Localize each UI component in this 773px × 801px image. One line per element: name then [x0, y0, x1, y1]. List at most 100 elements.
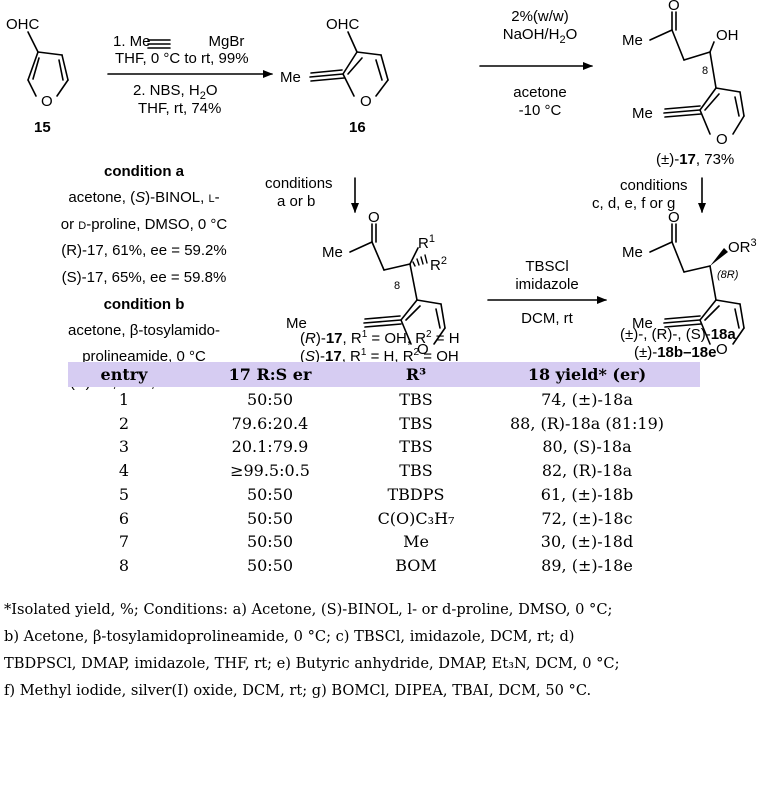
condition-b-line2: prolineamide, 0 °C [82, 348, 206, 365]
table-header-cell: 18 yield* (er) [527, 365, 647, 384]
table-cell: 3 [118, 437, 130, 457]
table-cell: 80, (S)-18a [542, 437, 632, 457]
table-cell: 50:50 [246, 555, 294, 575]
table-cell: 2 [118, 413, 130, 433]
c18-ketone-o: O [668, 209, 680, 226]
compound-17-structure [349, 223, 446, 345]
arrow2-line4: -10 °C [518, 102, 562, 119]
footnote-line: b) Acetone, β-tosylamidoprolineamide, 0 … [4, 628, 575, 645]
table-header-cell: 17 R:S er [228, 365, 312, 384]
c16-ring-o: O [360, 93, 372, 110]
arrow1-step2: 2. NBS, H2O [133, 82, 218, 102]
arrow2-line3: acetone [513, 84, 567, 101]
c18-or3: OR3 [728, 237, 757, 256]
arrow4-line2: c, d, e, f or g [592, 195, 676, 212]
compound-18-structure [649, 223, 745, 345]
rac17-me-top: Me [622, 32, 643, 49]
c18-me-top: Me [622, 244, 643, 261]
table-cell: 61, (±)-18b [540, 484, 634, 504]
arrow5-line2: imidazole [515, 276, 579, 293]
arrow1-step2-line2: THF, rt, 74% [138, 100, 222, 117]
c18-c8r: (8R) [717, 269, 739, 281]
footnote: *Isolated yield, %; Conditions: a) Aceto… [4, 596, 770, 704]
table-cell: 8 [118, 555, 130, 575]
table-cell: 4 [118, 461, 130, 481]
arrow3-line2: a or b [277, 193, 316, 210]
c17-ring-o: O [417, 341, 429, 358]
arrow3-line1: conditions [265, 175, 333, 192]
c17-ketone-o: O [368, 209, 380, 226]
compound-17-hash-bond [412, 254, 428, 267]
compound-15-structure [27, 31, 69, 97]
rac17-ring-o: O [716, 131, 728, 148]
table-cell: 50:50 [246, 532, 294, 552]
condition-a-title: condition a [104, 163, 184, 180]
table-cell: 30, (±)-18d [540, 532, 634, 552]
c16-aldehyde: OHC [326, 16, 360, 33]
c17-c8: 8 [394, 280, 400, 292]
condition-a-line1: acetone, (S)-BINOL, l- [68, 189, 220, 206]
c17-label-line1: (R)-17, R1 = OH, R2 = H [300, 329, 460, 347]
condition-a-line3: (R)-17, 61%, ee = 59.2% [61, 242, 227, 259]
c15-ring-o: O [41, 93, 53, 110]
table-cell: 72, (±)-18c [541, 508, 633, 528]
c16-me: Me [280, 69, 301, 86]
table-cell: 7 [118, 532, 130, 552]
condition-a-line2: or d-proline, DMSO, 0 °C [60, 216, 228, 233]
table-cell: TBS [399, 437, 433, 457]
c17-label-line2: (S)-17, R1 = H, R2 = OH [300, 347, 459, 365]
table-header-cell: R³ [405, 365, 427, 384]
table-cell: 6 [118, 508, 130, 528]
rac17-ketone-o: O [668, 0, 680, 14]
table-cell: 20.1:79.9 [231, 437, 309, 457]
table-cell: 5 [118, 484, 130, 504]
arrow4-line1: conditions [620, 177, 688, 194]
c17-me-top: Me [322, 244, 343, 261]
rac17-label: (±)-17, 73% [656, 151, 734, 168]
c17-me: Me [286, 315, 307, 332]
table-cell: C(O)C₃H₇ [377, 508, 455, 528]
c17-r1: R1 [418, 233, 435, 252]
arrow2-line1: 2%(w/w) [511, 8, 569, 25]
compound-16-structure [309, 31, 389, 97]
arrow5-line3: DCM, rt [521, 310, 573, 327]
c15-aldehyde: OHC [6, 16, 40, 33]
table-cell: 1 [118, 390, 130, 409]
table-header-cell: entry [100, 365, 148, 384]
table-cell: TBS [399, 461, 433, 481]
c18-label-line1: (±)-, (R)-, (S)-18a [620, 326, 736, 343]
c16-label: 16 [349, 119, 366, 136]
table-cell: 74, (±)-18a [541, 390, 633, 409]
table-cell: 50:50 [246, 484, 294, 504]
table-cell: 50:50 [246, 508, 294, 528]
arrow1-step1-line2: THF, 0 °C to rt, 99% [115, 50, 249, 67]
table-cell: Me [403, 532, 429, 552]
table-cell: 89, (±)-18e [541, 555, 633, 575]
table-cell: 88, (R)-18a (81:19) [509, 413, 665, 433]
table-cell: TBS [399, 413, 433, 433]
arrow5-line1: TBSCl [525, 258, 569, 275]
compound-18-wedge-bond [710, 248, 728, 266]
arrow2-line2: NaOH/H2O [502, 26, 578, 46]
table-cell: TBS [399, 390, 433, 409]
condition-b-title: condition b [103, 296, 185, 313]
footnote-line: f) Methyl iodide, silver(I) oxide, DCM, … [4, 682, 592, 699]
c18-me: Me [632, 315, 653, 332]
table-cell: 50:50 [246, 390, 294, 409]
rac17-oh: OH [716, 27, 739, 44]
c18-label-line2: (±)-18b–18e [634, 344, 717, 361]
compound-rac17-structure [649, 11, 745, 135]
c15-label: 15 [34, 119, 51, 136]
c17-r2: R2 [430, 255, 447, 274]
table-cell: BOM [395, 555, 437, 575]
c18-ring-o: O [716, 341, 728, 358]
table-header-bar [68, 362, 700, 387]
footnote-line: TBDPSCl, DMAP, imidazole, THF, rt; e) Bu… [4, 655, 620, 672]
condition-b-line1: acetone, β-tosylamido- [67, 322, 221, 339]
table-cell: TBDPS [387, 484, 445, 504]
table-cell: ≥99.5:0.5 [230, 461, 310, 481]
rac17-c8: 8 [702, 65, 708, 77]
table-cell: 82, (R)-18a [541, 461, 633, 481]
table-cell: 79.6:20.4 [231, 413, 309, 433]
